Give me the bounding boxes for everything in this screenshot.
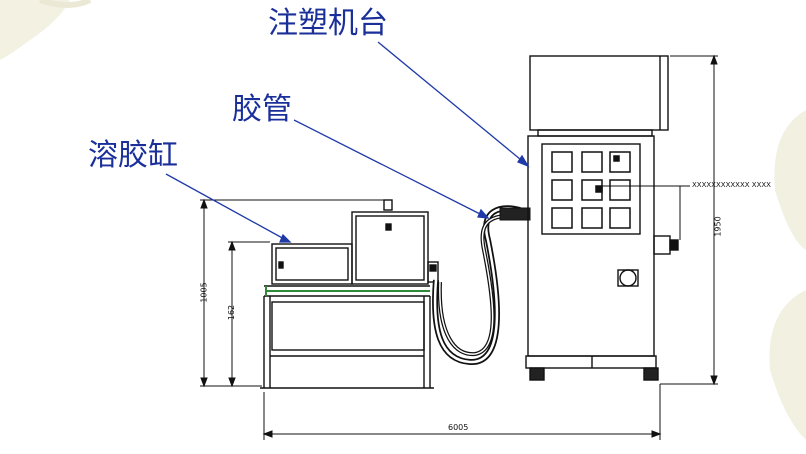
- label-hose: 胶管: [232, 92, 292, 127]
- leaf-decoration-top-left: [0, 0, 92, 60]
- dimension-left-outer-height: 1005: [199, 282, 209, 303]
- control-panel-buttons: [551, 151, 631, 229]
- dimension-side-note: XXXXXXXXXXXX XXXX: [692, 181, 771, 189]
- dimension-left-inner-height: 162: [227, 304, 237, 321]
- melt-tank-unit: [260, 199, 439, 389]
- label-melt-tank: 溶胶缸: [88, 138, 178, 173]
- leaf-decoration-right: [769, 110, 806, 440]
- dimension-lines: [200, 54, 718, 440]
- dimension-total-length: 6005: [448, 423, 469, 432]
- hose: [432, 205, 531, 366]
- callout-leaders: [165, 41, 530, 243]
- label-injection-molding-machine: 注塑机台: [268, 6, 388, 41]
- dimension-machine-height: 1950: [713, 216, 723, 237]
- injection-molding-machine: [525, 55, 679, 381]
